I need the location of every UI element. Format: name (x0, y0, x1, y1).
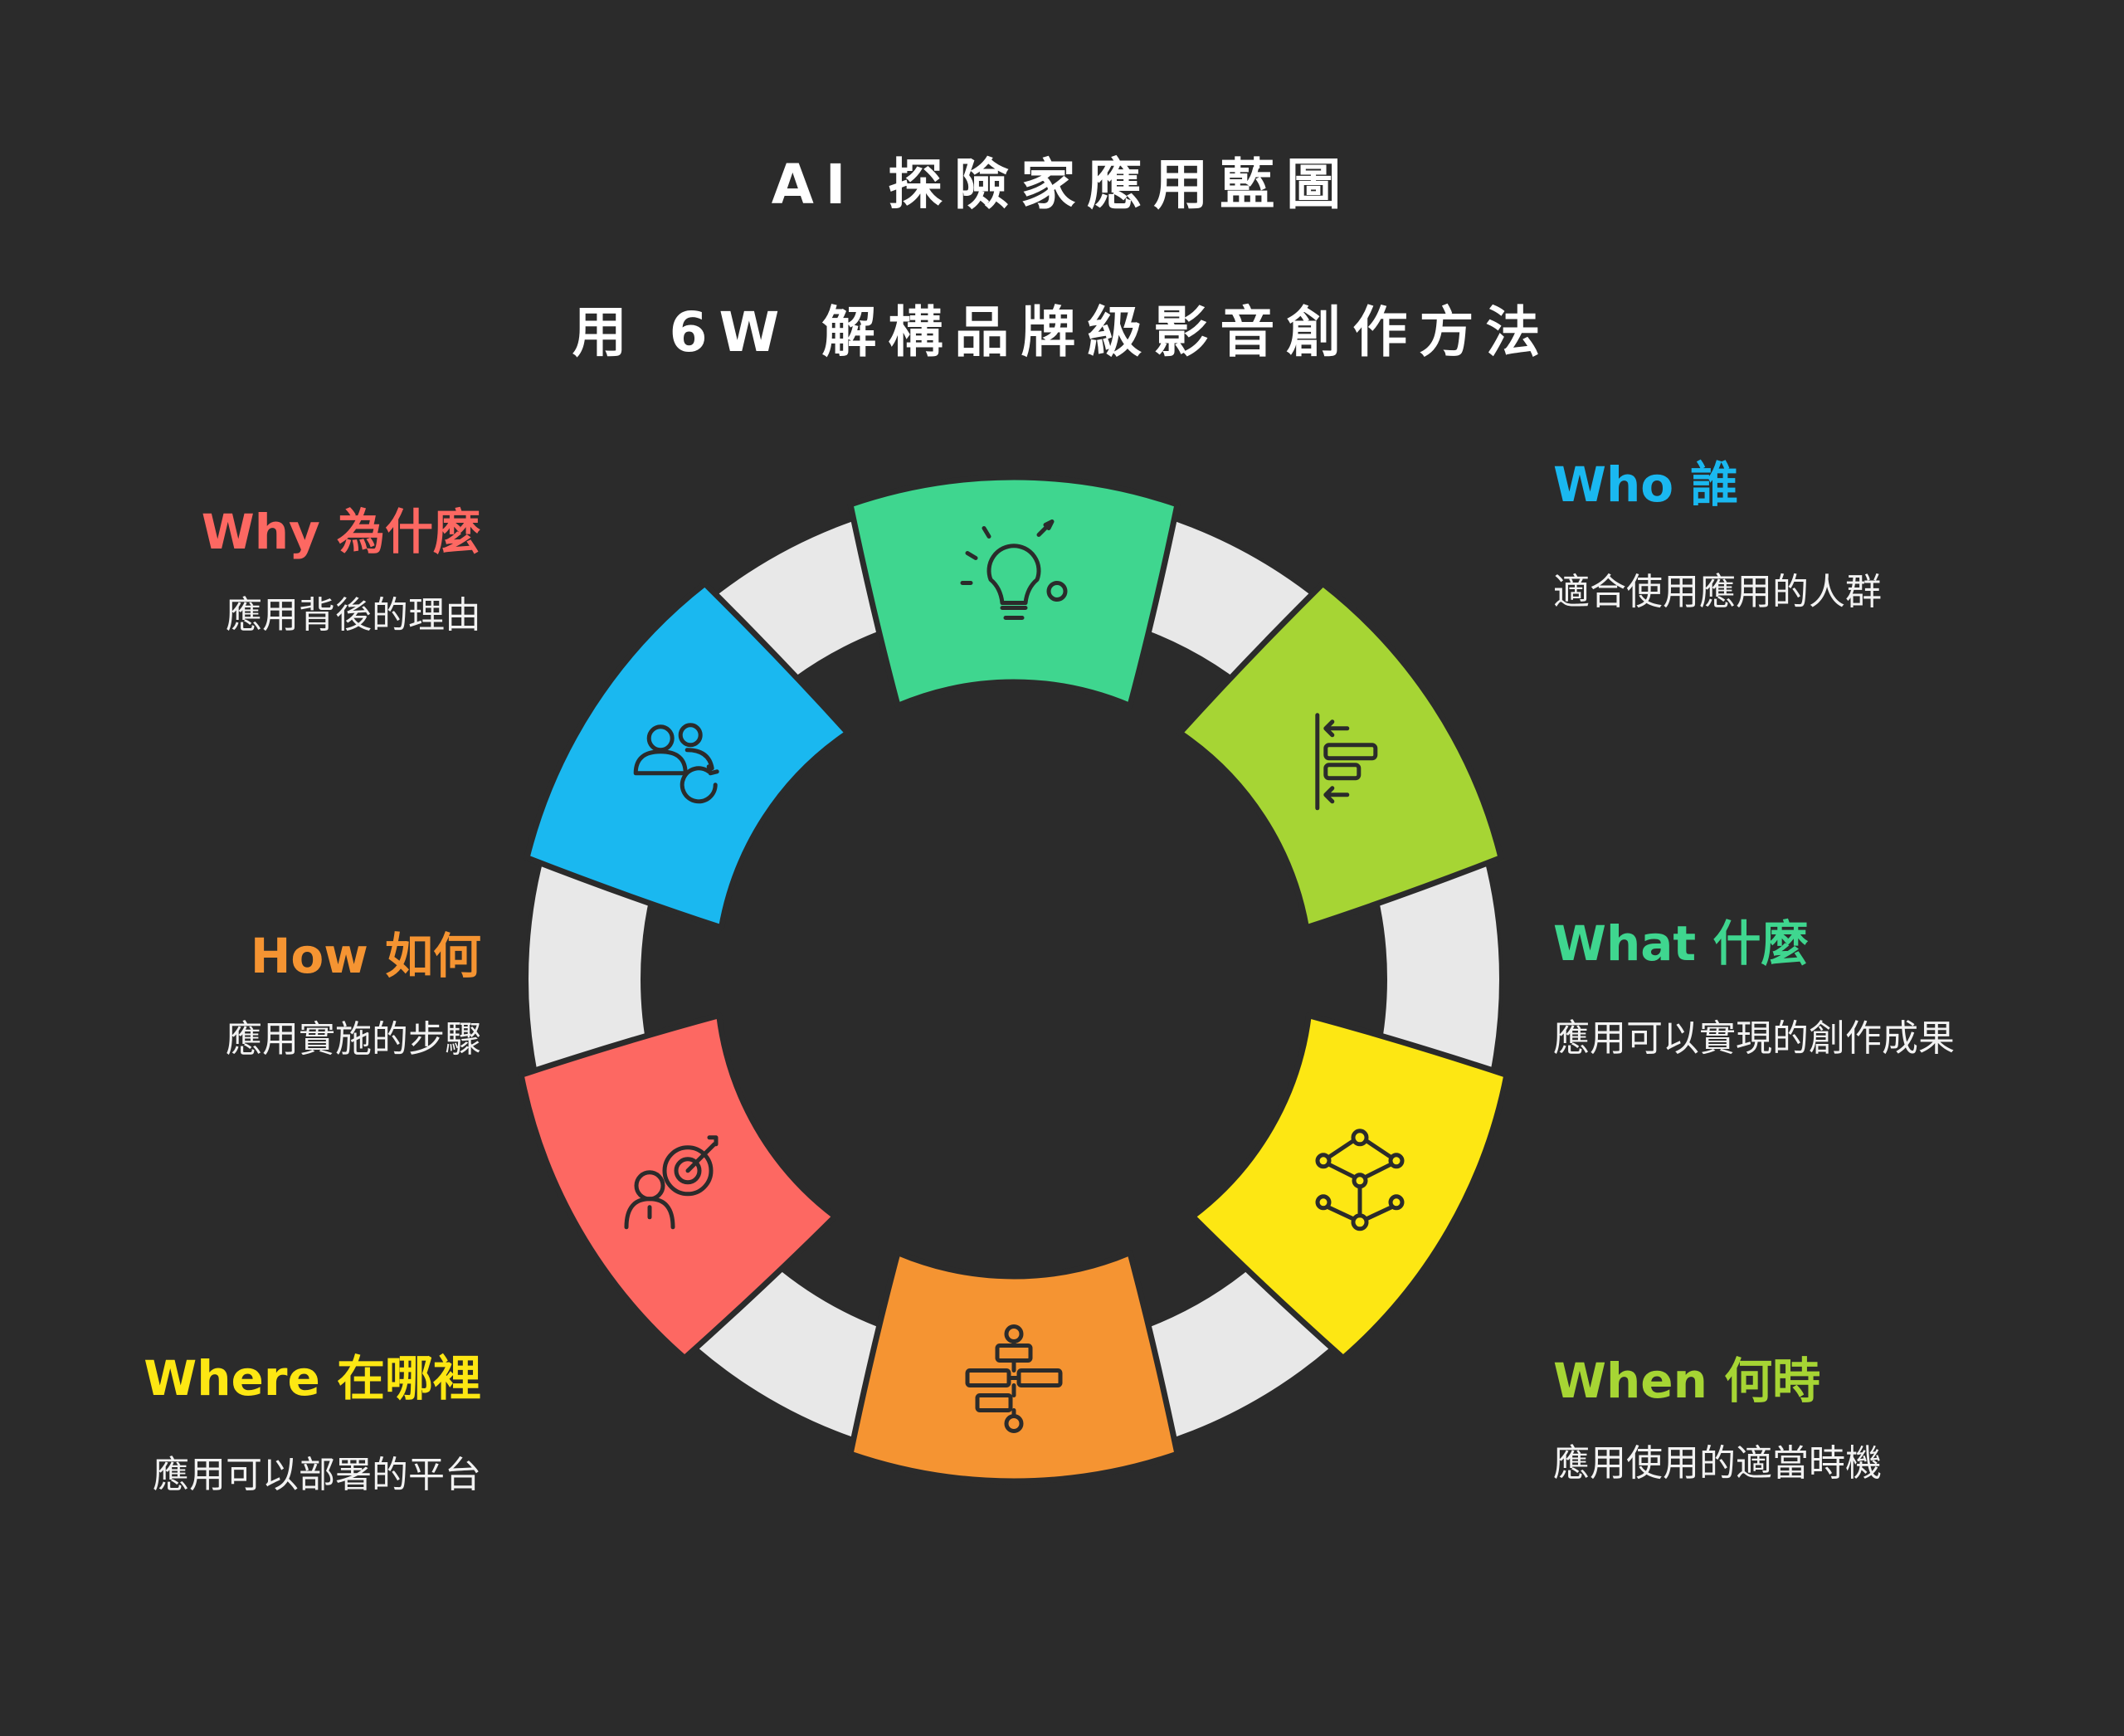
users-refresh-icon (633, 723, 719, 804)
why-segment (518, 1012, 839, 1362)
title-line-2: 用 6W 解構品牌級影音創作方法 (572, 300, 1552, 364)
cycle-segments (518, 474, 1510, 1485)
how-description: 應用實施的步驟 (226, 1018, 481, 1061)
who-segment-shape (524, 580, 851, 931)
process-steps-icon (965, 1324, 1063, 1433)
when-label: When 何時 (1553, 1353, 1821, 1409)
what-label: What 什麼 (1553, 915, 1810, 972)
what-segment-shape (847, 474, 1181, 709)
how-label: How 如何 (250, 928, 481, 984)
where-segment (1189, 1012, 1510, 1362)
network-nodes-icon (1315, 1129, 1405, 1231)
when-segment-shape (1176, 580, 1504, 931)
target-person-icon (624, 1135, 719, 1230)
when-segment (1176, 580, 1504, 931)
title-line-1: AI 探險家應用藍圖 (771, 153, 1353, 217)
where-segment-shape (1189, 1012, 1510, 1362)
why-segment-shape (518, 1012, 839, 1362)
when-description: 應用使用的適當時機 (1553, 1442, 1882, 1485)
who-description: 適合使用應用的人群 (1553, 571, 1882, 613)
what-segment (847, 474, 1181, 709)
who-label: Who 誰 (1553, 456, 1739, 513)
why-label: Why 為什麼 (201, 504, 481, 560)
timeline-bars-icon (1315, 713, 1378, 811)
where-label: Where 在哪裡 (144, 1350, 481, 1407)
what-description: 應用可以實現的創作成果 (1553, 1017, 1955, 1060)
who-segment (524, 580, 851, 931)
where-description: 應用可以部署的平台 (153, 1454, 481, 1496)
why-description: 應用背後的理由 (226, 594, 481, 636)
lightbulb-icon (960, 519, 1068, 620)
